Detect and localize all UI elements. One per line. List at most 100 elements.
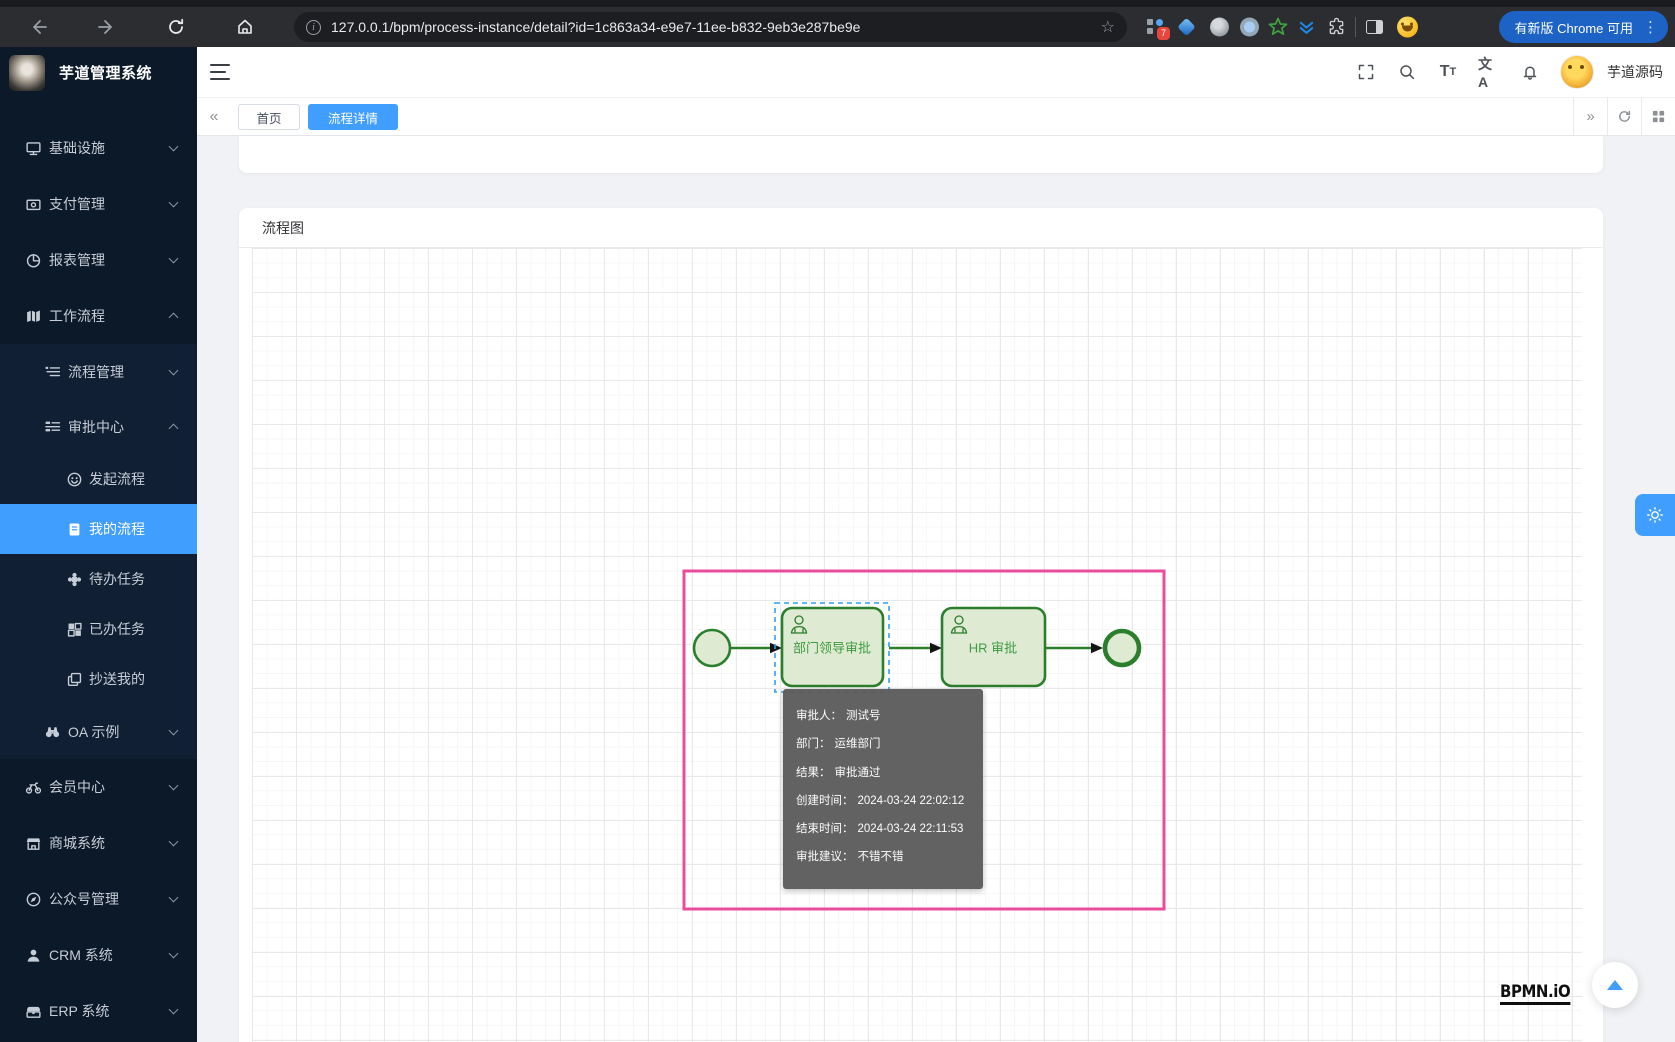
sidebar-item-mall-system[interactable]: 商城系统 [0,815,197,871]
extension-gray-circle-icon[interactable] [1210,18,1229,37]
extension-blue-circle-icon[interactable] [1240,18,1259,37]
settings-drawer-button[interactable] [1635,494,1675,536]
extension-kite-icon[interactable] [1180,21,1193,34]
sidebar-item-official-account[interactable]: 公众号管理 [0,871,197,927]
notification-bell-icon[interactable] [1519,61,1541,83]
chest-icon [25,1003,42,1020]
compass-icon [25,891,42,908]
tags-scroll-right-icon[interactable]: » [1573,98,1607,135]
sidebar-item-crm-system[interactable]: CRM 系统 [0,927,197,983]
chevron-up-icon [169,313,179,323]
tooltip-row: 审批人：测试号 [796,702,975,730]
card-title: 流程图 [239,208,1603,248]
profile-emoji-avatar[interactable] [1397,17,1418,38]
back-to-top-button[interactable] [1592,962,1638,1008]
bpmn-diagram: 部门领导审批 HR 审批 [252,248,1582,1042]
browser-home-icon[interactable] [233,15,257,39]
app-logo-row[interactable]: 芋道管理系统 [0,47,197,98]
address-bar[interactable]: i 127.0.0.1/bpm/process-instance/detail?… [294,12,1127,42]
sidebar-menu: 基础设施 支付管理 报表管理 工作流程 流程管理 [0,98,197,1039]
sidebar-item-workflow[interactable]: 工作流程 [0,288,197,344]
fullscreen-icon[interactable] [1355,61,1377,83]
bpmn-io-watermark[interactable]: BPMN.iO [1500,983,1570,1005]
flow-diagram-card: 流程图 [239,208,1603,1042]
sidebar-item-cc-me[interactable]: 抄送我的 [0,654,197,704]
bpmn-user-task-hr[interactable]: HR 审批 [942,608,1045,686]
tooltip-row: 结束时间：2024-03-24 22:11:53 [796,815,975,843]
sidebar-item-my-process[interactable]: 我的流程 [0,504,197,554]
chevron-up-icon [169,423,179,433]
user-avatar[interactable] [1560,55,1594,89]
browser-forward-icon[interactable] [95,15,119,39]
arrowhead-icon [1091,643,1103,654]
payment-icon [25,196,42,213]
bpmn-canvas[interactable]: 部门领导审批 HR 审批 [252,248,1582,1042]
sidebar-item-reports[interactable]: 报表管理 [0,232,197,288]
tab-home[interactable]: 首页 [238,104,300,130]
gear-icon [1645,505,1665,525]
extension-green-star-icon[interactable] [1268,17,1288,37]
tab-process-detail[interactable]: 流程详情 [308,104,398,130]
sidebar-item-process-management[interactable]: 流程管理 [0,344,197,399]
sidebar-item-approval-center[interactable]: 审批中心 [0,399,197,454]
tooltip-row: 部门：运维部门 [796,730,975,758]
sidebar-item-member-center[interactable]: 会员中心 [0,759,197,815]
search-icon[interactable] [1396,61,1418,83]
user-name[interactable]: 芋道源码 [1607,62,1663,82]
chevron-down-icon [169,198,179,208]
tags-scroll-left-icon[interactable]: « [199,98,229,135]
font-size-icon[interactable]: TT [1437,61,1459,83]
app-logo-image [9,55,45,91]
window-top-strip [0,0,1675,7]
chevron-down-icon [169,365,179,375]
chrome-update-button[interactable]: 有新版 Chrome 可用 ⋮ [1499,11,1668,43]
process-list-icon [44,363,61,380]
workflow-submenu: 流程管理 审批中心 发起流程 我的流程 待 [0,344,197,759]
sidebar-item-oa-example[interactable]: OA 示例 [0,704,197,759]
layout-grid-icon[interactable] [1641,98,1675,135]
bpmn-end-event[interactable] [1105,631,1139,665]
workflow-map-icon [25,308,42,325]
bpmn-start-event[interactable] [694,630,730,666]
extensions-puzzle-icon[interactable] [1327,18,1346,37]
up-arrow-icon [1607,980,1623,990]
tooltip-row: 创建时间：2024-03-24 22:02:12 [796,787,975,815]
chevron-down-icon [169,893,179,903]
sidebar-item-done-tasks[interactable]: 已办任务 [0,604,197,654]
copy-icon [66,671,83,688]
notebook-icon [66,521,83,538]
tags-refresh-icon[interactable] [1607,98,1641,135]
extension-double-chevron-icon[interactable] [1297,18,1316,37]
bookmark-star-icon[interactable]: ☆ [1101,17,1115,37]
sidebar-item-payment[interactable]: 支付管理 [0,176,197,232]
sidebar-item-initiate-process[interactable]: 发起流程 [0,454,197,504]
sidebar-collapse-icon[interactable] [210,64,230,80]
browser-back-icon[interactable] [26,15,50,39]
pie-chart-icon [25,252,42,269]
browser-menu-icon[interactable]: ⋮ [1643,18,1658,36]
header-actions: TT 文A 芋道源码 [1355,55,1675,89]
browser-chrome: i 127.0.0.1/bpm/process-instance/detail?… [0,0,1675,47]
browser-reload-icon[interactable] [164,15,188,39]
sidebar-item-todo-tasks[interactable]: 待办任务 [0,554,197,604]
app-header: TT 文A 芋道源码 [197,47,1675,98]
side-panel-icon[interactable] [1366,20,1383,34]
sidebar-item-infrastructure[interactable]: 基础设施 [0,120,197,176]
bicycle-icon [25,779,42,796]
extension-badge: 7 [1157,27,1170,40]
chevron-down-icon [169,725,179,735]
site-info-icon[interactable]: i [306,20,321,35]
sidebar-item-erp-system[interactable]: ERP 系统 [0,983,197,1039]
bpmn-user-task-dept-leader[interactable]: 部门领导审批 [782,608,883,686]
url-text[interactable]: 127.0.0.1/bpm/process-instance/detail?id… [331,19,1093,35]
translate-icon[interactable]: 文A [1478,61,1500,83]
chevron-down-icon [169,949,179,959]
tooltip-row: 审批建议：不错不错 [796,843,975,871]
chevron-down-icon [169,142,179,152]
app-title: 芋道管理系统 [59,62,152,83]
svg-text:HR 审批: HR 审批 [969,641,1017,656]
extension-updater-icon[interactable]: 7 [1146,17,1166,37]
chevron-down-icon [169,781,179,791]
task-tooltip: 审批人：测试号 部门：运维部门 结果：审批通过 创建时间：2024-03-24 … [783,689,983,889]
